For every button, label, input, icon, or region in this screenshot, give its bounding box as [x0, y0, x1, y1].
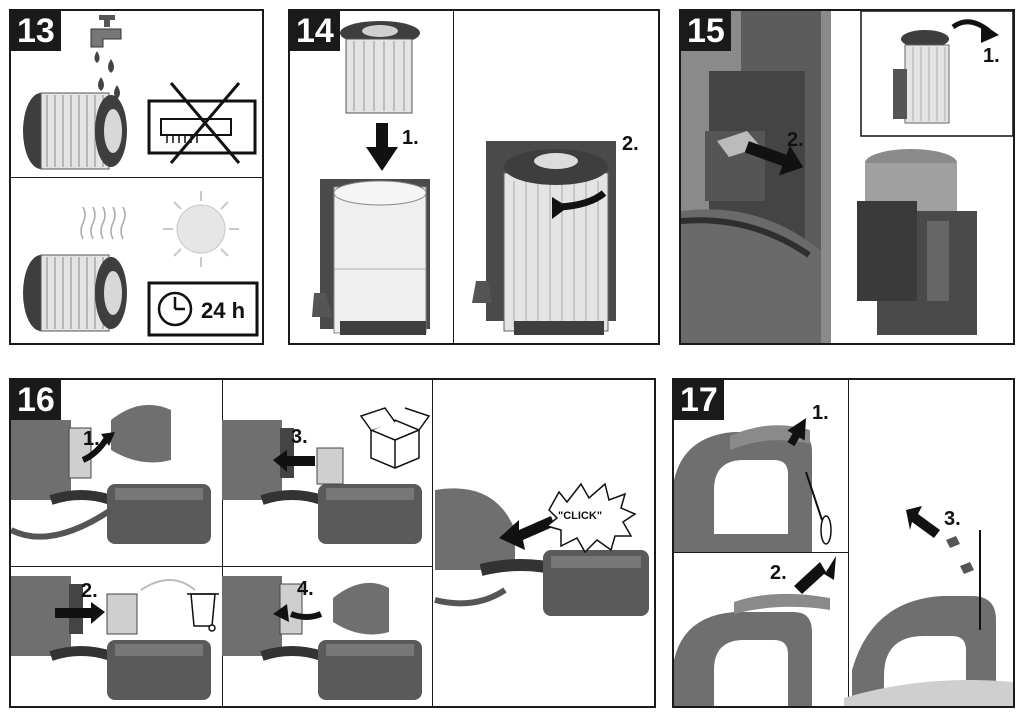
panel-number: 14	[290, 11, 340, 51]
panel-divider	[432, 380, 433, 706]
click-burst-icon	[545, 482, 637, 554]
clock-24h-box	[147, 281, 259, 337]
box-icon	[359, 407, 431, 469]
water-drops-icon	[94, 51, 120, 99]
vacuum-icon	[11, 420, 211, 544]
panel-number: 15	[681, 11, 731, 51]
step-label: 1.	[983, 45, 1000, 67]
old-filter-icon	[106, 593, 138, 635]
panel-14-illustration	[312, 21, 616, 335]
panel-number: 17	[674, 380, 724, 420]
vacuum-icon	[222, 576, 422, 700]
cover-icon	[333, 582, 389, 635]
arrow-left-icon	[499, 516, 555, 550]
filter-housing-icon	[472, 141, 616, 335]
step-label: 1.	[83, 428, 100, 450]
vacuum-body-icon	[681, 11, 831, 343]
faucet-icon	[90, 15, 122, 48]
panel-divider	[848, 380, 849, 706]
panel-divider	[222, 380, 223, 706]
step-label: 2.	[787, 129, 804, 151]
rotate-arrow-icon	[951, 19, 999, 43]
panel-divider	[453, 11, 454, 343]
rotate-arrow-icon	[552, 190, 607, 219]
panel-13-illustration	[23, 15, 259, 337]
new-filter-icon	[316, 447, 344, 485]
panel-16-illustration	[11, 404, 649, 700]
vacuum-icon	[11, 576, 211, 700]
arrow-up-icon	[787, 418, 806, 447]
step-label: 3.	[944, 508, 961, 530]
panel-14: 14	[288, 9, 660, 345]
arrow-icon	[140, 579, 196, 591]
filter-icon	[23, 254, 127, 332]
step-label: 1.	[402, 127, 419, 149]
arrow-up-left-icon	[906, 506, 940, 538]
handle-icon	[674, 612, 812, 706]
cover-icon	[111, 404, 171, 463]
panel-number: 16	[11, 380, 61, 420]
no-brush-icon	[147, 82, 257, 164]
panel-16: 16	[9, 378, 656, 708]
panel-17: 17 1. 2.	[672, 378, 1015, 708]
filter-icon	[340, 21, 420, 114]
panel-17-illustration	[674, 418, 1013, 706]
panel-13: 13	[9, 9, 264, 345]
arrow-right-icon	[55, 602, 105, 624]
arrow-right-icon	[794, 556, 836, 594]
heat-waves-icon	[80, 206, 126, 240]
panel-divider	[11, 177, 262, 178]
step-label: 4.	[297, 578, 314, 600]
panel-divider	[674, 552, 848, 553]
screw-icon	[946, 536, 974, 574]
filter-housing-icon	[312, 179, 430, 335]
filter-icon	[893, 30, 950, 124]
sun-icon	[163, 191, 239, 267]
arrow-left-icon	[744, 141, 804, 176]
arrow-down-icon	[366, 123, 398, 171]
step-label: 2.	[622, 133, 639, 155]
vacuum-icon	[434, 488, 649, 616]
filter-icon	[23, 92, 127, 170]
time-label: 24 h	[201, 298, 246, 323]
panel-15-illustration	[681, 11, 1013, 343]
arrow-icon	[81, 432, 115, 463]
click-text: "CLICK"	[558, 510, 603, 522]
step-label: 1.	[812, 402, 829, 424]
step-label: 2.	[770, 562, 787, 584]
step-label: 2.	[81, 580, 98, 602]
step-label: 3.	[291, 426, 308, 448]
arrow-left-icon	[273, 450, 315, 472]
panel-number: 13	[11, 11, 61, 51]
panel-15: 15	[679, 9, 1015, 345]
handle-icon	[674, 425, 812, 552]
arrow-left-icon	[273, 604, 323, 622]
cover-icon	[734, 593, 830, 614]
handle-icon	[844, 596, 1013, 706]
panel-divider	[11, 566, 432, 567]
trash-bin-icon	[187, 593, 219, 632]
filter-housing-icon	[857, 149, 977, 335]
screwdriver-icon	[805, 471, 832, 545]
